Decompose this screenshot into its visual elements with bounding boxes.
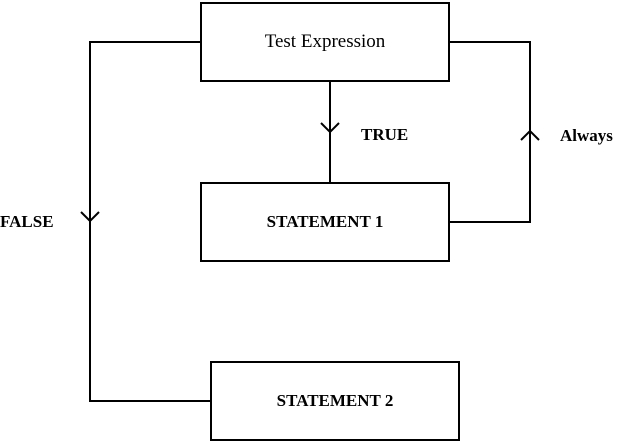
- test-expression-node: Test Expression: [200, 2, 450, 82]
- false-arrowhead: [80, 211, 100, 223]
- true-arrowhead: [320, 122, 340, 134]
- statement-1-label: STATEMENT 1: [266, 212, 384, 231]
- false-edge-label: FALSE: [0, 212, 54, 231]
- statement-2-label: STATEMENT 2: [276, 391, 394, 410]
- always-connector: [450, 41, 531, 223]
- test-expression-label: Test Expression: [264, 31, 386, 52]
- statement-1-node: STATEMENT 1: [200, 182, 450, 262]
- always-arrowhead: [520, 129, 540, 141]
- true-edge-label: TRUE: [361, 125, 409, 144]
- false-connector: [89, 41, 210, 402]
- always-edge-label: Always: [560, 126, 613, 145]
- statement-2-node: STATEMENT 2: [210, 361, 460, 441]
